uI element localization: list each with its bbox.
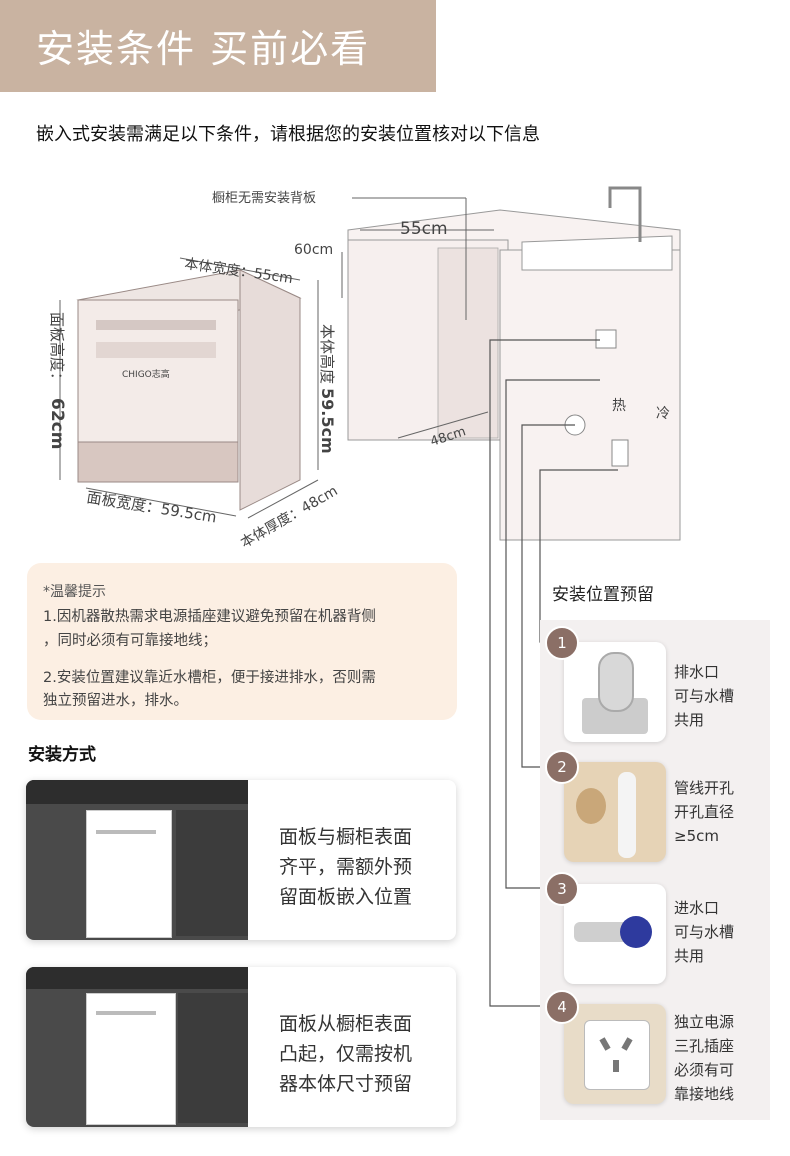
water-inlet-line-1: 进水口 bbox=[674, 899, 720, 917]
power-line-1: 独立电源 bbox=[674, 1013, 735, 1031]
install-card-protruding: 面板从橱柜表面 凸起，仅需按机 器本体尺寸预留 bbox=[26, 967, 456, 1127]
power-line-2: 三孔插座 bbox=[674, 1037, 735, 1055]
body-height-label: 本体高度 bbox=[318, 324, 336, 384]
reserve-item-pipe-hole: 管线开孔 开孔直径 ≥5cm bbox=[674, 776, 734, 848]
water-inlet-line-3: 共用 bbox=[674, 947, 705, 965]
reserve-item-power: 独立电源 三孔插座 必须有可 靠接地线 bbox=[674, 1010, 734, 1106]
tip-line-4: 独立预留进水，排水。 bbox=[43, 693, 188, 709]
protruding-text-line-1: 面板从橱柜表面 bbox=[279, 1013, 413, 1035]
header-banner: 安装条件 买前必看 bbox=[0, 0, 436, 92]
hot-water-label: 热 bbox=[612, 398, 626, 414]
flush-install-text: 面板与橱柜表面 齐平，需额外预 留面板嵌入位置 bbox=[279, 822, 439, 912]
depth-55-label: 55cm bbox=[400, 219, 448, 239]
dimension-lines bbox=[59, 197, 494, 519]
power-line-3: 必须有可 bbox=[674, 1061, 735, 1079]
header-title: 安装条件 买前必看 bbox=[36, 27, 371, 71]
cabinet-illustration bbox=[347, 186, 681, 541]
pipe-hole-image bbox=[564, 762, 666, 862]
no-backboard-label: 橱柜无需安装背板 bbox=[212, 191, 316, 206]
badge-2: 2 bbox=[545, 750, 579, 784]
badge-1: 1 bbox=[545, 626, 579, 660]
protruding-text-line-2: 凸起，仅需按机 bbox=[279, 1043, 413, 1065]
badge-3: 3 bbox=[545, 872, 579, 906]
body-height-value: 59.5cm bbox=[318, 388, 337, 454]
install-method-title: 安装方式 bbox=[28, 745, 96, 765]
brand-logo: CHIGO志高 bbox=[122, 368, 170, 380]
drain-line-3: 共用 bbox=[674, 711, 705, 729]
flush-text-line-2: 齐平，需额外预 bbox=[279, 856, 413, 878]
flush-text-line-3: 留面板嵌入位置 bbox=[279, 886, 413, 908]
flush-text-line-1: 面板与橱柜表面 bbox=[279, 826, 413, 848]
flush-install-photo bbox=[26, 780, 248, 940]
power-socket-image bbox=[564, 1004, 666, 1104]
pipe-hole-line-3: ≥5cm bbox=[674, 827, 719, 845]
badge-4: 4 bbox=[545, 990, 579, 1024]
protruding-install-photo bbox=[26, 967, 248, 1127]
pipe-hole-line-1: 管线开孔 bbox=[674, 779, 735, 797]
tip-title: *温馨提示 bbox=[43, 584, 106, 600]
intro-text: 嵌入式安装需满足以下条件，请根据您的安装位置核对以下信息 bbox=[36, 124, 540, 145]
water-inlet-line-2: 可与水槽 bbox=[674, 923, 735, 941]
tip-line-3: 2.安装位置建议靠近水槽柜，便于接进排水，否则需 bbox=[43, 670, 376, 686]
protruding-install-text: 面板从橱柜表面 凸起，仅需按机 器本体尺寸预留 bbox=[279, 1009, 439, 1099]
dimension-diagram: CHIGO志高 橱柜无需安装背板 55cm 60cm 本体宽度：55cm 面板高… bbox=[47, 186, 681, 551]
tip-box: *温馨提示 1.因机器散热需求电源插座建议避免预留在机器背侧 ，同时必须有可靠接… bbox=[27, 563, 457, 720]
tip-line-1: 1.因机器散热需求电源插座建议避免预留在机器背侧 bbox=[43, 609, 376, 625]
reserve-item-drain: 排水口 可与水槽 共用 bbox=[674, 660, 734, 732]
pipe-hole-line-2: 开孔直径 bbox=[674, 803, 735, 821]
dishwasher-illustration: CHIGO志高 bbox=[76, 269, 302, 511]
reserve-item-water-inlet: 进水口 可与水槽 共用 bbox=[674, 896, 734, 968]
gap-60-label: 60cm bbox=[294, 242, 333, 258]
cold-water-label: 冷 bbox=[656, 406, 670, 422]
panel-height-label: 面板高度： bbox=[48, 312, 66, 387]
panel-height-value: 62cm bbox=[47, 398, 67, 449]
install-card-flush: 面板与橱柜表面 齐平，需额外预 留面板嵌入位置 bbox=[26, 780, 456, 940]
panel-width-label: 面板宽度：59.5cm bbox=[85, 488, 217, 526]
reserve-title: 安装位置预留 bbox=[552, 585, 654, 605]
protruding-text-line-3: 器本体尺寸预留 bbox=[279, 1073, 413, 1095]
tip-line-2: ，同时必须有可靠接地线； bbox=[43, 633, 217, 649]
drain-line-2: 可与水槽 bbox=[674, 687, 735, 705]
water-inlet-image bbox=[564, 884, 666, 984]
drain-line-1: 排水口 bbox=[674, 663, 720, 681]
drain-image bbox=[564, 642, 666, 742]
power-line-4: 靠接地线 bbox=[674, 1085, 735, 1103]
